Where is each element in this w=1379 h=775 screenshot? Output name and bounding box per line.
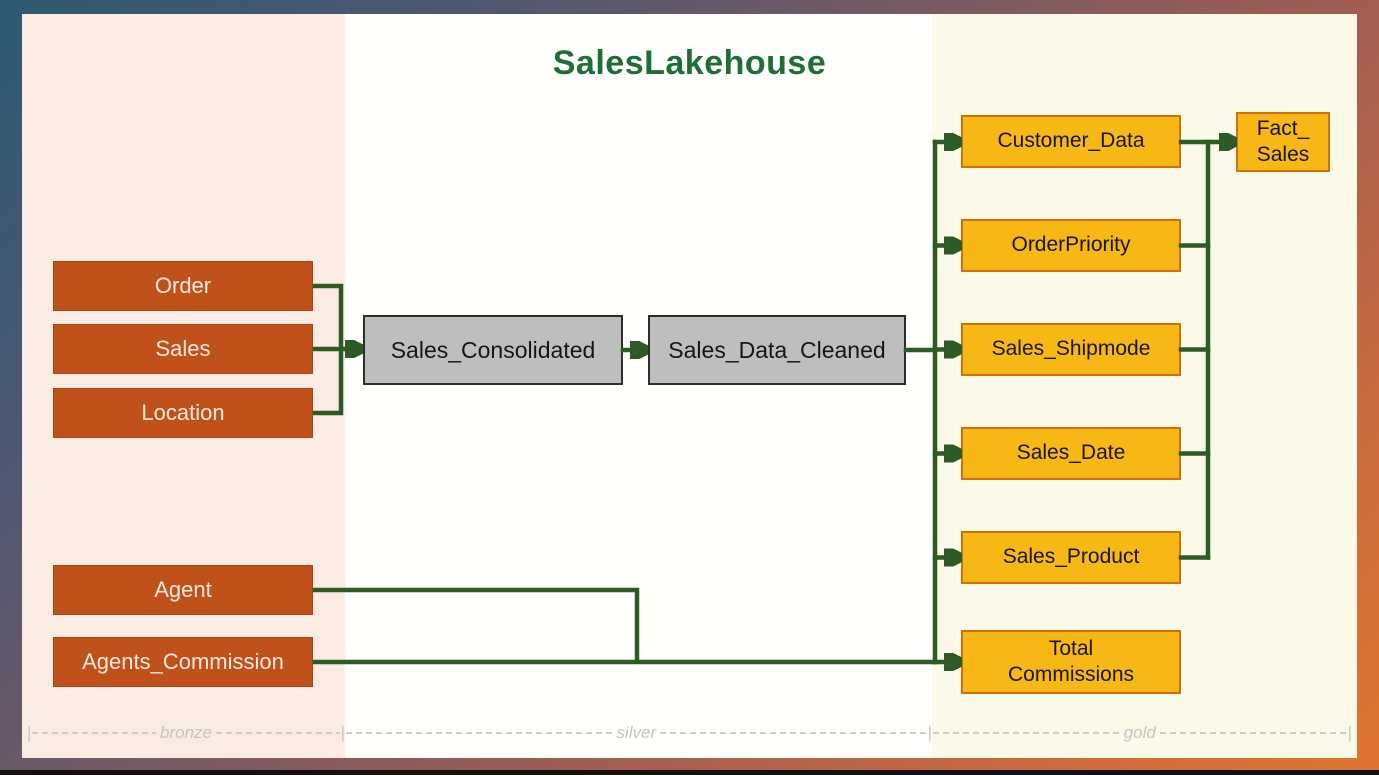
node-sales-label: Sales [155,336,211,362]
node-location-label: Location [141,400,225,426]
scale-bronze-label: bronze [160,723,212,742]
node-sales-consolidated-label: Sales_Consolidated [390,336,596,363]
node-total-commissions: Total Commissions [961,630,1181,694]
node-order-label: Order [154,273,212,299]
bottom-black-strip [0,770,1379,775]
node-sales-product: Sales_Product [961,531,1181,584]
node-sales-date: Sales_Date [961,427,1181,480]
scale-bronze: | bronze | [27,720,345,746]
node-fact-sales-line2: Sales [1256,143,1310,166]
scale-silver-label: silver [616,723,657,742]
node-fact-sales-line1: Fact_ [1256,116,1310,140]
node-sales-data-cleaned-label: Sales_Data_Cleaned [668,336,886,363]
node-total-commissions-line2: Commissions [1007,663,1135,686]
node-sales-product-label: Sales_Product [1002,545,1140,569]
dash-line [933,732,1120,734]
node-order: Order [53,261,313,311]
bronze-layer-region [22,14,345,758]
scale-gold: gold | [932,720,1352,746]
scale-pipe: | [27,723,32,742]
node-sales: Sales [53,324,313,374]
node-agent: Agent [53,565,313,615]
node-sales-shipmode-label: Sales_Shipmode [991,337,1151,361]
node-sales-shipmode: Sales_Shipmode [961,323,1181,376]
scale-pipe: | [1347,723,1352,742]
node-sales-consolidated: Sales_Consolidated [363,315,623,385]
node-orderpriority-label: OrderPriority [1011,233,1131,257]
node-orderpriority: OrderPriority [961,219,1181,272]
node-fact-sales: Fact_ Sales [1236,112,1330,172]
scale-pipe: | [340,723,346,742]
node-customer-data: Customer_Data [961,115,1181,168]
dash-line [216,732,340,734]
dash-line [346,732,613,734]
diagram-title: SalesLakehouse [552,44,827,82]
node-location: Location [53,388,313,438]
node-total-commissions-line1: Total [1048,636,1094,660]
node-agents-commission: Agents_Commission [53,637,313,687]
scale-gold-label: gold [1123,723,1156,742]
node-customer-data-label: Customer_Data [997,129,1145,153]
node-sales-date-label: Sales_Date [1016,441,1126,465]
dash-line [1159,732,1347,734]
node-agent-label: Agent [154,577,212,603]
scale-pipe: | [927,723,932,742]
dash-line [32,732,157,734]
scale-silver: silver | [345,720,932,746]
dash-line [660,732,927,734]
layer-scale: | bronze | silver | gold | [0,720,1379,746]
node-agents-commission-label: Agents_Commission [82,649,284,675]
node-sales-data-cleaned: Sales_Data_Cleaned [648,315,906,385]
